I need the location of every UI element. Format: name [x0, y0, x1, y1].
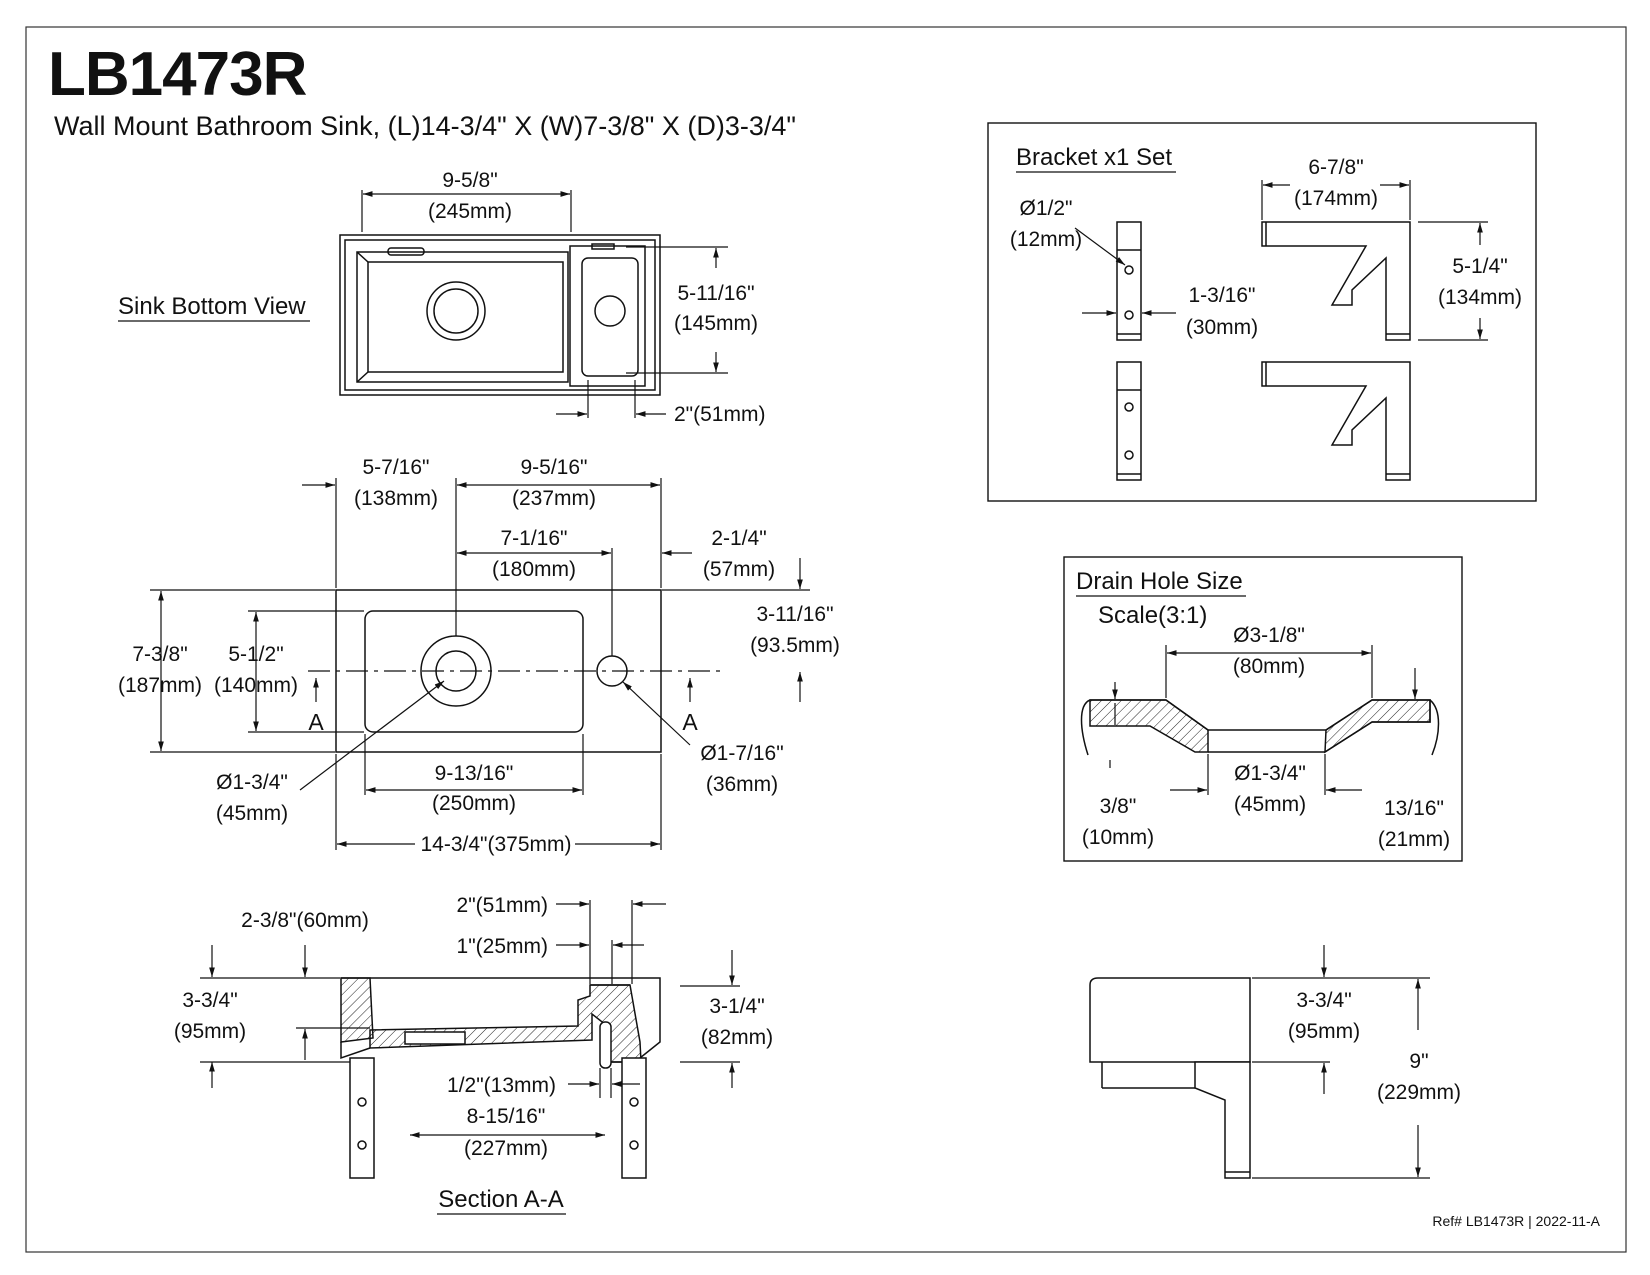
bracket-panel — [987, 122, 1537, 502]
section-slot: 1/2"(13mm) — [447, 1074, 556, 1097]
drain-dimensions — [1109, 645, 1418, 795]
top-d3-mm: (180mm) — [492, 558, 576, 581]
top-d4-in: 2-1/4" — [711, 527, 766, 550]
drain-top-mm: (80mm) — [1233, 655, 1305, 678]
top-d3-in: 7-1/16" — [501, 527, 568, 550]
bottom-outline — [339, 234, 661, 396]
top-d5-mm: (93.5mm) — [750, 634, 840, 657]
sheet-border — [25, 26, 1627, 1253]
bottom-width-mm: (245mm) — [428, 200, 512, 223]
side-depth-mm: (95mm) — [1288, 1020, 1360, 1043]
bracket-height-mm: (134mm) — [1438, 286, 1522, 309]
bracket-drawing — [1116, 221, 1411, 481]
top-d6-mm: (187mm) — [118, 674, 202, 697]
side-depth-in: 3-3/4" — [1296, 989, 1351, 1012]
bracket-dimensions — [1074, 180, 1488, 341]
reference-code: Ref# LB1473R | 2022-11-A — [1432, 1213, 1600, 1229]
bracket-label: Bracket x1 Set — [1016, 144, 1172, 171]
bracket-arm-mm: (174mm) — [1294, 187, 1378, 210]
drain-right-mm: (21mm) — [1378, 828, 1450, 851]
model-title: LB1473R — [48, 40, 307, 109]
drain-dia-mm: (45mm) — [216, 802, 288, 825]
bottom-view-dimensions — [361, 190, 728, 418]
top-d1-in: 5-7/16" — [363, 456, 430, 479]
bracket-hole-mm: (12mm) — [1010, 228, 1082, 251]
drain-left-mm: (10mm) — [1082, 826, 1154, 849]
top-d5-in: 3-11/16" — [756, 603, 833, 626]
product-description: Wall Mount Bathroom Sink, (L)14-3/4" X (… — [54, 111, 796, 141]
bottom-offset: 2"(51mm) — [674, 403, 765, 426]
drain-right-in: 13/16" — [1384, 797, 1444, 820]
sink-bottom-view — [339, 234, 661, 396]
section-a-dim: 2-3/8"(60mm) — [241, 909, 369, 932]
section-b-dim: 2"(51mm) — [457, 894, 548, 917]
bottom-view-label: Sink Bottom View — [118, 293, 306, 320]
bottom-width-in: 9-5/8" — [442, 169, 497, 192]
drain-left-in: 3/8" — [1100, 795, 1137, 818]
side-total-mm: (229mm) — [1377, 1081, 1461, 1104]
section-label: Section A-A — [438, 1186, 563, 1213]
drain-panel — [1063, 556, 1463, 862]
drain-top-in: Ø3-1/8" — [1233, 624, 1305, 647]
drain-dia-in: Ø1-3/4" — [216, 771, 288, 794]
side-total-in: 9" — [1409, 1050, 1428, 1073]
faucet-dia-mm: (36mm) — [706, 773, 778, 796]
faucet-dia-in: Ø1-7/16" — [700, 742, 783, 765]
basin-width-in: 9-13/16" — [435, 762, 514, 785]
section-depth-mm: (95mm) — [174, 1020, 246, 1043]
top-d1-mm: (138mm) — [354, 487, 438, 510]
section-spacing-in: 8-15/16" — [467, 1105, 546, 1128]
top-d7-in: 5-1/2" — [228, 643, 283, 666]
section-inner-mm: (82mm) — [701, 1026, 773, 1049]
section-dimensions — [200, 900, 740, 1138]
section-depth-in: 3-3/4" — [182, 989, 237, 1012]
drain-label: Drain Hole Size — [1076, 568, 1243, 595]
bracket-thick-mm: (30mm) — [1186, 316, 1258, 339]
section-c-dim: 1"(25mm) — [457, 935, 548, 958]
bracket-arm-in: 6-7/8" — [1308, 156, 1363, 179]
bottom-height-in: 5-11/16" — [677, 282, 754, 305]
top-d2-in: 9-5/16" — [521, 456, 588, 479]
section-mark-right: A — [682, 709, 698, 735]
section-inner-in: 3-1/4" — [709, 995, 764, 1018]
basin-width-mm: (250mm) — [432, 792, 516, 815]
bottom-height-mm: (145mm) — [674, 312, 758, 335]
bracket-thick-in: 1-3/16" — [1189, 284, 1256, 307]
drain-section — [1080, 699, 1440, 756]
section-a-a — [340, 977, 661, 1179]
bracket-height-in: 5-1/4" — [1452, 255, 1507, 278]
drain-bottom-in: Ø1-3/4" — [1234, 762, 1306, 785]
overall-length: 14-3/4"(375mm) — [420, 833, 571, 856]
bracket-hole-in: Ø1/2" — [1020, 197, 1073, 220]
section-mark-left: A — [308, 709, 324, 735]
top-d6-in: 7-3/8" — [132, 643, 187, 666]
top-d4-mm: (57mm) — [703, 558, 775, 581]
top-d2-mm: (237mm) — [512, 487, 596, 510]
section-spacing-mm: (227mm) — [464, 1137, 548, 1160]
side-view — [1089, 977, 1251, 1179]
drain-scale: Scale(3:1) — [1098, 602, 1207, 629]
top-d7-mm: (140mm) — [214, 674, 298, 697]
side-view-dimensions — [1252, 945, 1430, 1179]
drain-bottom-mm: (45mm) — [1234, 793, 1306, 816]
top-view-dimensions — [150, 478, 810, 850]
